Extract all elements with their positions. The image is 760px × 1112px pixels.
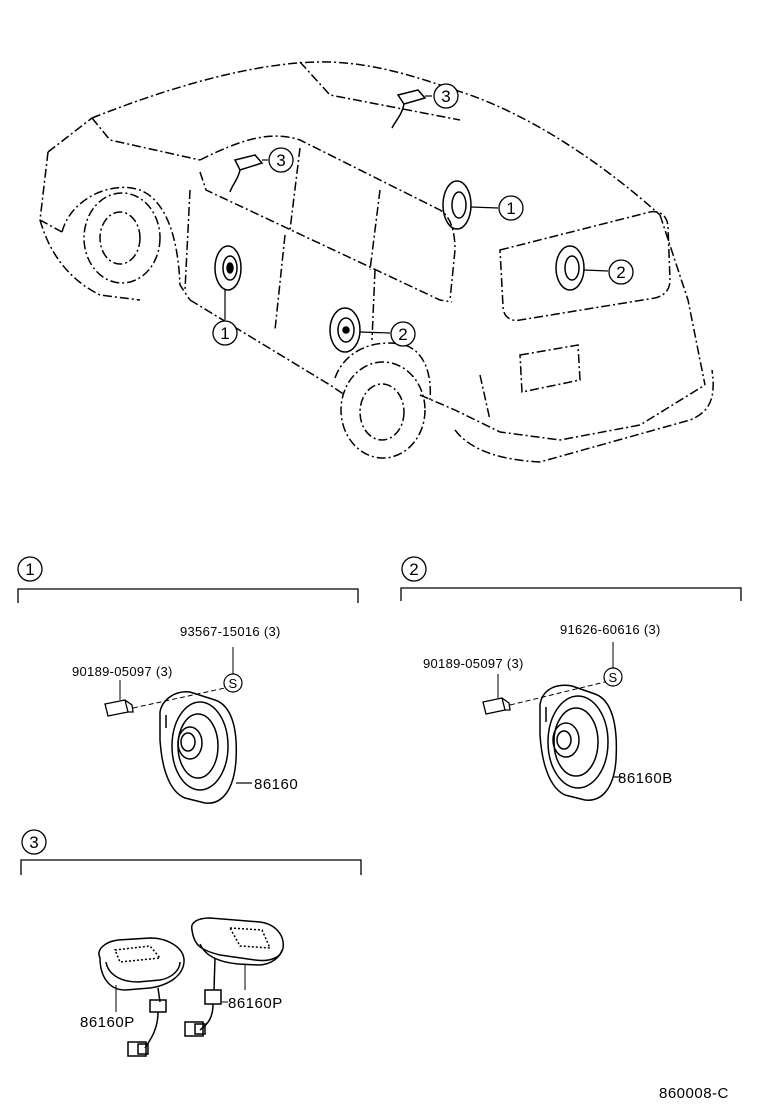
svg-text:2: 2	[409, 560, 418, 579]
callout-upper-speaker: 1	[498, 195, 524, 221]
vehicle-outline	[39, 61, 714, 463]
tweeter-left-part-number: 86160P	[80, 1014, 135, 1031]
svg-text:3: 3	[441, 87, 450, 106]
speaker-part-number: 86160	[254, 776, 298, 793]
diagram-reference: 860008-C	[659, 1085, 729, 1102]
tweeter-right-part-number: 86160P	[228, 995, 283, 1012]
svg-text:2: 2	[398, 325, 407, 344]
screw-part-number: 91626-60616 (3)	[560, 622, 661, 637]
rear-door-speaker-icon	[329, 307, 361, 353]
tweeter-left-icon	[98, 937, 185, 1057]
speaker-86160-icon	[159, 691, 238, 804]
front-wheel	[83, 192, 161, 284]
speaker-part-number: 86160B	[618, 770, 673, 787]
svg-text:2: 2	[616, 263, 625, 282]
svg-text:1: 1	[506, 199, 515, 218]
callout-rear-quarter-speaker: 2	[608, 259, 634, 285]
vehicle-leaders	[224, 95, 609, 334]
clip-nut-icon	[482, 697, 511, 715]
front-door-speaker-icon	[214, 245, 242, 291]
section-3: 3 86160P 86160P	[20, 829, 362, 1057]
svg-text:3: 3	[276, 151, 285, 170]
speaker-86160B-icon	[539, 684, 618, 801]
rear-wheel	[334, 342, 432, 459]
clip-nut-icon	[104, 699, 134, 717]
clip-part-number: 90189-05097 (3)	[72, 664, 173, 679]
section-1: 1 93567-15016 (3) 90189-05097 (3) S 8616…	[17, 556, 359, 804]
tweeter-rear-icon	[391, 89, 427, 129]
svg-text:1: 1	[220, 324, 229, 343]
upper-door-speaker-icon	[442, 180, 472, 230]
svg-text:3: 3	[29, 833, 38, 852]
callout-rear-door-speaker: 2	[390, 321, 416, 347]
clip-part-number: 90189-05097 (3)	[423, 656, 524, 671]
rear-quarter-speaker-icon	[555, 245, 585, 291]
tweeter-front-icon	[229, 154, 264, 193]
svg-text:S: S	[609, 670, 618, 685]
callout-front-door-speaker: 1	[212, 320, 238, 346]
svg-text:1: 1	[25, 560, 34, 579]
svg-text:S: S	[229, 676, 238, 691]
tweeter-right-icon	[184, 917, 284, 1037]
section-2: 2 91626-60616 (3) 90189-05097 (3) S 8616…	[400, 556, 742, 801]
callout-tweeter-rear: 3	[433, 83, 459, 109]
screw-part-number: 93567-15016 (3)	[180, 624, 281, 639]
callout-tweeter-front: 3	[268, 147, 294, 173]
